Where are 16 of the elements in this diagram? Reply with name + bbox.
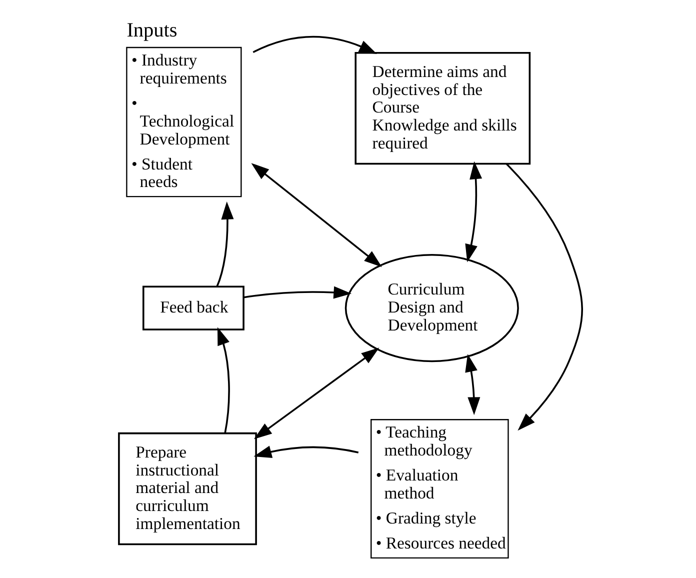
- node-label: Inputs: [126, 19, 177, 42]
- arrow: [243, 286, 352, 299]
- arrow: [253, 348, 379, 440]
- arrow: [464, 161, 482, 262]
- arrow: [505, 163, 582, 431]
- node-box: • Industry requirements • Technological Development • Student needs: [126, 46, 242, 198]
- arrow: [216, 201, 234, 287]
- arrow: [253, 446, 358, 458]
- arrow: [250, 163, 382, 268]
- node-box: • Teaching methodology • Evaluation method • Grading style • Resources needed: [370, 419, 508, 559]
- arrow: [252, 36, 376, 54]
- arrow: [216, 327, 230, 434]
- node-box: Determine aims and objectives of the Course Knowledge and skills required: [354, 52, 530, 165]
- node-box: Feed back: [142, 286, 244, 330]
- arrow: [464, 354, 480, 416]
- node-box: Prepare instructional material and curriculum implementation: [118, 432, 256, 546]
